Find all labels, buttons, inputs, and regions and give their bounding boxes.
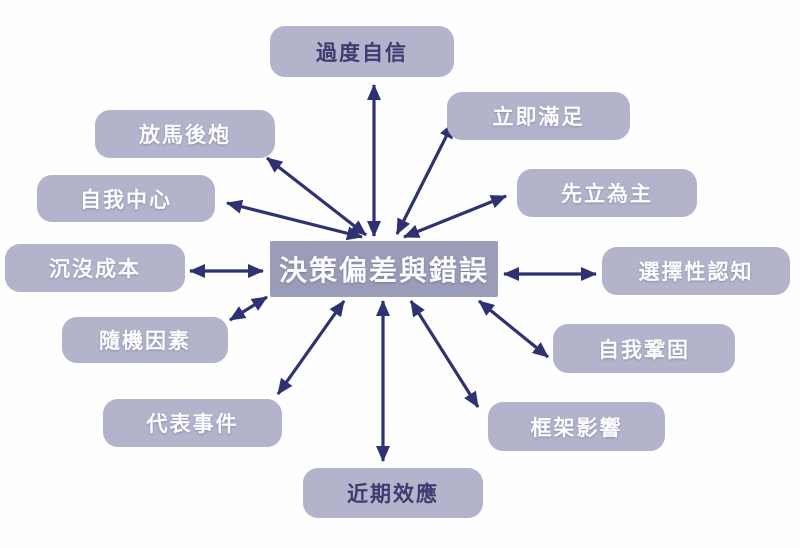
node-overconfidence: 過度自信 <box>270 26 454 77</box>
edge-immediate-gratification <box>395 122 455 235</box>
node-immediate-gratification: 立即滿足 <box>447 92 630 140</box>
node-hindsight: 放馬後炮 <box>95 110 275 158</box>
node-framing-effect: 框架影響 <box>488 402 665 451</box>
node-preconception: 先立為主 <box>517 169 697 217</box>
edge-preconception <box>403 194 507 239</box>
node-egocentrism: 自我中心 <box>37 175 215 222</box>
edge-random-factors <box>229 295 268 322</box>
edge-representativeness <box>276 300 346 395</box>
node-representativeness: 代表事件 <box>103 399 282 447</box>
edge-framing-effect <box>409 300 480 408</box>
node-recency-effect: 近期效應 <box>303 468 483 518</box>
node-random-factors: 隨機因素 <box>62 317 228 363</box>
node-sunk-cost: 沉沒成本 <box>5 244 185 292</box>
node-selective-perception: 選擇性認知 <box>602 247 790 295</box>
edge-egocentrism <box>226 199 363 241</box>
node-self-reinforcement: 自我鞏固 <box>553 324 735 373</box>
edge-hindsight <box>266 156 367 237</box>
node-center-decision-biases-and-errors: 決策偏差與錯誤 <box>270 241 498 297</box>
edge-self-reinforcement <box>477 299 550 359</box>
